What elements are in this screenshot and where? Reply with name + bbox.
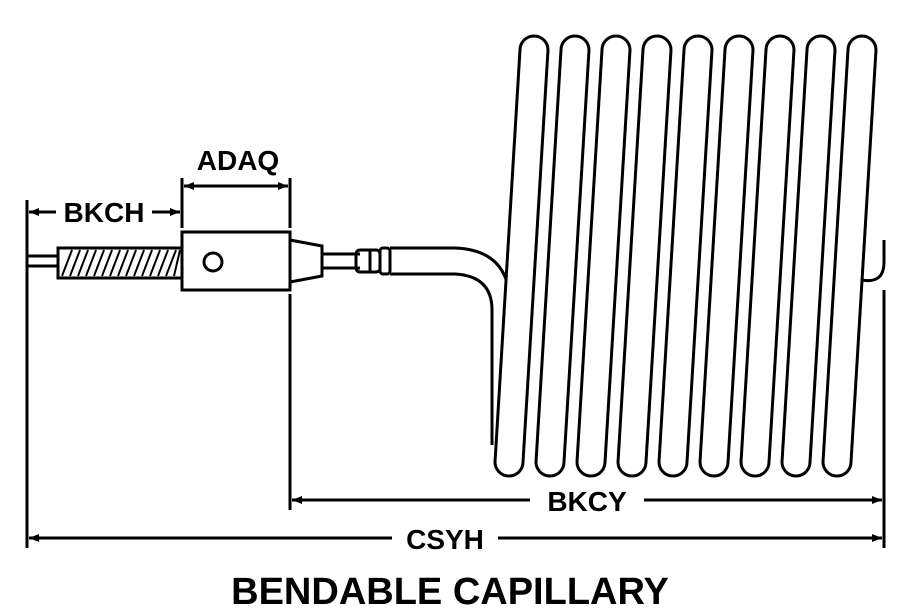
capillary-coil xyxy=(493,34,886,478)
coil-loop xyxy=(780,34,837,478)
thread-line xyxy=(61,249,73,277)
coil-loop xyxy=(493,34,550,478)
threaded-section xyxy=(56,246,184,280)
fitting-body xyxy=(180,230,292,292)
thread-line xyxy=(141,249,153,277)
thread-line xyxy=(117,249,129,277)
thread-line xyxy=(173,249,181,277)
dimension-label-bkcy: BKCY xyxy=(547,486,627,517)
capillary-sheath xyxy=(390,246,512,445)
dimension-label-bkch: BKCH xyxy=(64,197,145,228)
set-screw-hole xyxy=(202,251,224,273)
thread-line xyxy=(109,249,121,277)
thread-line xyxy=(157,249,169,277)
coil-loop xyxy=(575,34,632,478)
coil-loop xyxy=(616,34,673,478)
thread-line xyxy=(165,249,177,277)
extension-lines xyxy=(25,178,886,548)
coil-loop xyxy=(657,34,714,478)
thread-line xyxy=(69,249,81,277)
coil-loop xyxy=(534,34,591,478)
dimension-label-csyh: CSYH xyxy=(406,524,484,555)
dimension-csyh: CSYH xyxy=(29,524,882,555)
thread-line xyxy=(77,249,89,277)
coil-end xyxy=(861,240,886,283)
coil-loop xyxy=(821,34,878,478)
thread-line xyxy=(133,249,145,277)
thread-line xyxy=(101,249,113,277)
dimension-adaq: ADAQ xyxy=(184,145,288,190)
dimension-bkch: BKCH xyxy=(29,197,180,228)
dimension-bkcy: BKCY xyxy=(292,486,882,517)
coil-loop xyxy=(739,34,796,478)
ferrule xyxy=(289,238,392,284)
thread-line xyxy=(85,249,97,277)
thread-line xyxy=(93,249,105,277)
dimension-label-adaq: ADAQ xyxy=(197,145,279,176)
thread-line xyxy=(149,249,161,277)
coil-loop xyxy=(698,34,755,478)
thread-line xyxy=(125,249,137,277)
probe-tip xyxy=(25,254,58,268)
diagram-title: BENDABLE CAPILLARY xyxy=(231,571,669,613)
